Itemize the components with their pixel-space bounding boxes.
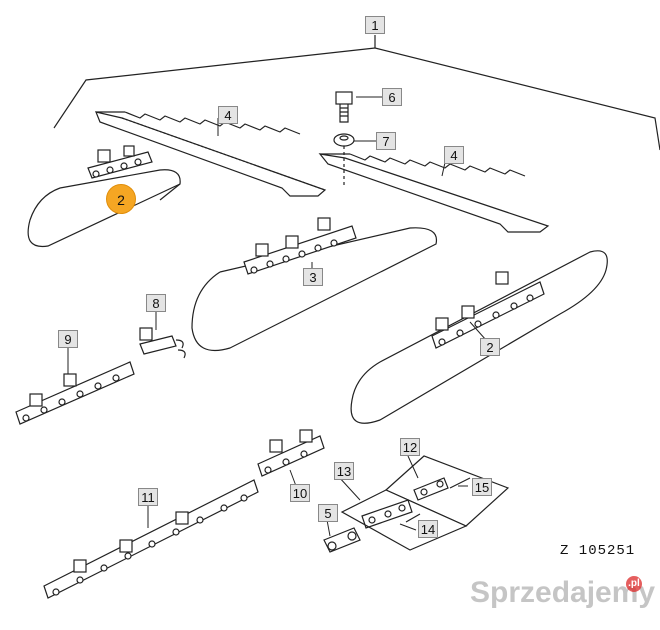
part-label-5[interactable]: 5 bbox=[318, 504, 338, 522]
nut bbox=[333, 133, 355, 147]
watermark-text: Sprzedajemy bbox=[470, 576, 656, 609]
part-label-3[interactable]: 3 bbox=[303, 268, 323, 286]
part-label-6[interactable]: 6 bbox=[382, 88, 402, 106]
part-label-7[interactable]: 7 bbox=[376, 132, 396, 150]
part-label-8[interactable]: 8 bbox=[146, 294, 166, 312]
part-label-2-highlighted[interactable]: 2 bbox=[106, 184, 136, 214]
part-label-4-right[interactable]: 4 bbox=[444, 146, 464, 164]
part-label-4-left[interactable]: 4 bbox=[218, 106, 238, 124]
part-label-11[interactable]: 11 bbox=[138, 488, 158, 506]
chain-segment-9 bbox=[15, 361, 135, 425]
bolt bbox=[335, 91, 353, 123]
part-label-15[interactable]: 15 bbox=[472, 478, 492, 496]
chain-segment-3 bbox=[243, 217, 357, 275]
watermark-badge: .pl bbox=[626, 576, 642, 592]
chain-segment-2-top bbox=[87, 145, 153, 179]
chain-segment-11 bbox=[43, 479, 259, 599]
knife-bar-right bbox=[318, 153, 550, 233]
chain-segment-2-right bbox=[431, 271, 545, 349]
part-label-2-right[interactable]: 2 bbox=[480, 338, 500, 356]
knife-bar-left bbox=[95, 111, 327, 197]
part-label-10[interactable]: 10 bbox=[290, 484, 310, 502]
chain-link-5 bbox=[323, 527, 361, 553]
part-label-9[interactable]: 9 bbox=[58, 330, 78, 348]
assembly-bracket bbox=[53, 35, 660, 151]
chain-loop-left bbox=[27, 169, 181, 248]
part-label-14[interactable]: 14 bbox=[418, 520, 438, 538]
part-label-12[interactable]: 12 bbox=[400, 438, 420, 456]
chain-link-8 bbox=[139, 327, 186, 359]
chain-segment-10 bbox=[257, 429, 325, 477]
chain-loop-middle bbox=[191, 227, 438, 352]
part-label-1[interactable]: 1 bbox=[365, 16, 385, 34]
part-label-13[interactable]: 13 bbox=[334, 462, 354, 480]
chain-loop-right bbox=[350, 250, 608, 424]
drawing-code: Z 105251 bbox=[560, 543, 636, 559]
